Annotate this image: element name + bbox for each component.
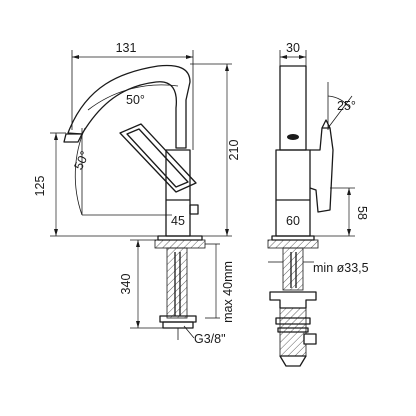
dim-131-label: 131 (116, 41, 137, 55)
thread-label: G3/8" (194, 332, 226, 346)
angle-handle-label: 50° (71, 149, 92, 172)
thread-callout: G3/8" (183, 325, 226, 346)
dim-30-label: 30 (286, 41, 300, 55)
angle-25: 25° (327, 82, 356, 130)
angle-25-label: 25° (337, 99, 356, 113)
dim-58-label: 58 (355, 206, 369, 220)
side-view: 30 25° 58 60 (267, 41, 369, 367)
hole-diameter-callout: min ø33,5 (268, 261, 369, 275)
dimension-height-210: 210 (190, 63, 241, 237)
dim-45-label: 45 (171, 214, 185, 228)
front-view: 131 50° 50° 45 (33, 41, 241, 346)
spout (63, 64, 191, 149)
pop-up-waste (269, 291, 317, 367)
mixer-handle (119, 123, 197, 193)
dim-340-label: 340 (119, 274, 133, 295)
swing-arc (74, 84, 179, 216)
max-thickness-label: max 40mm (221, 261, 235, 323)
hole-min-label: min ø33,5 (313, 261, 369, 275)
dim-60-label: 60 (286, 214, 300, 228)
dimension-width-131: 131 (71, 41, 194, 150)
dim-125-label: 125 (33, 176, 47, 197)
dimension-height-58: 58 (310, 187, 369, 237)
dimension-max-thickness: max 40mm (205, 243, 235, 323)
angle-spout-label: 50° (126, 93, 145, 107)
dim-210-label: 210 (227, 140, 241, 161)
dimension-height-125: 125 (33, 132, 166, 237)
spout-side (275, 65, 311, 237)
dimension-width-30: 30 (279, 41, 307, 70)
mounting-assembly (154, 235, 206, 340)
side-mounting-assembly (267, 235, 319, 291)
lever-side (309, 119, 334, 213)
dimension-length-340: 340 (119, 239, 163, 329)
